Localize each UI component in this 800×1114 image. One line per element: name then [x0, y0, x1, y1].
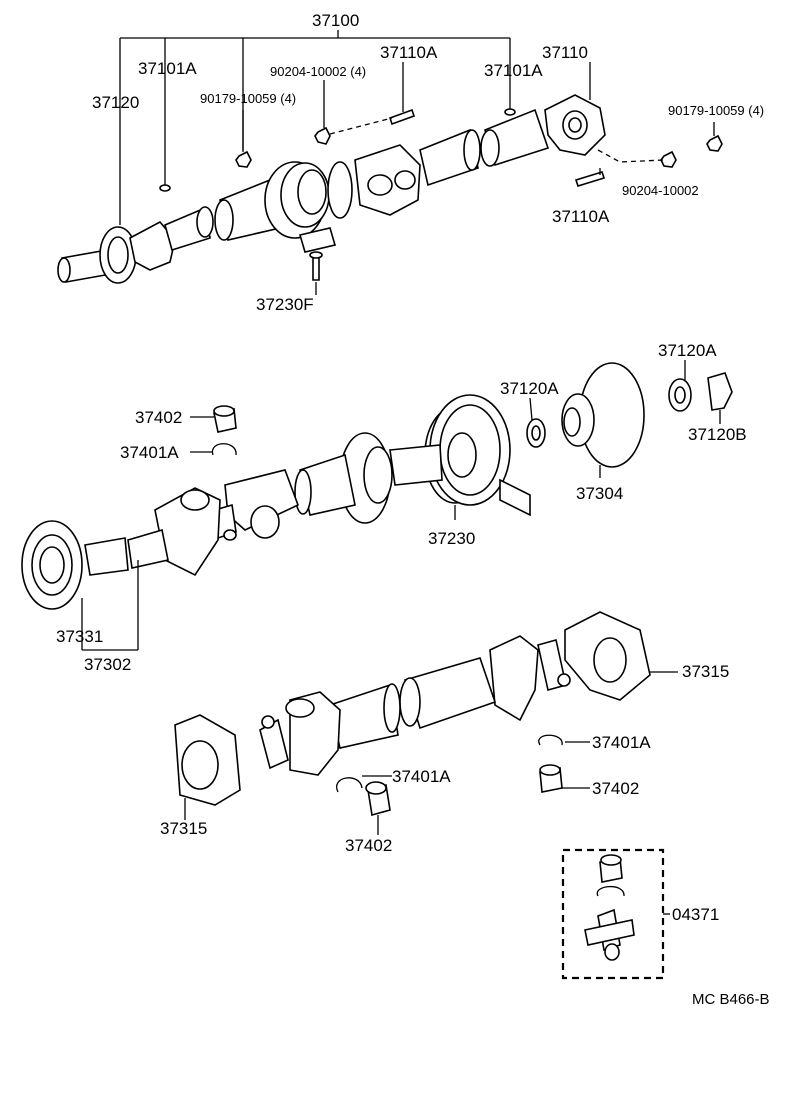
part-number-37101a-right: 37101A — [484, 61, 543, 80]
part-number-37402-b: 37402 — [592, 779, 640, 798]
top-propeller-shaft-assembly — [57, 30, 723, 295]
part-number-90179-left: 90179-10059 (4) — [200, 91, 297, 106]
part-number-37110: 37110 — [542, 43, 589, 62]
part-number-37230f: 37230F — [256, 295, 314, 314]
part-number-37230: 37230 — [428, 529, 476, 548]
part-number-37110a-bottom: 37110A — [552, 207, 610, 226]
part-number-37331: 37331 — [56, 627, 104, 646]
part-number-37402-c: 37402 — [345, 836, 393, 855]
part-number-37315-right: 37315 — [682, 662, 730, 681]
part-number-37401a-a: 37401A — [120, 443, 179, 462]
part-number-37402-a: 37402 — [135, 408, 183, 427]
part-number-37315-left: 37315 — [160, 819, 208, 838]
part-number-37401a-b: 37401A — [592, 733, 651, 752]
part-number-90179-right: 90179-10059 (4) — [668, 103, 765, 118]
part-number-37401a-c: 37401A — [392, 767, 451, 786]
part-number-37110a-top: 37110A — [380, 43, 438, 62]
part-number-37304: 37304 — [576, 484, 624, 503]
universal-joint-kit — [561, 848, 670, 980]
part-number-90204-right: 90204-10002 — [622, 183, 699, 198]
lower-propeller-shaft-assembly — [174, 611, 678, 835]
middle-propeller-shaft-assembly — [21, 360, 733, 651]
part-number-37302: 37302 — [84, 655, 132, 674]
part-number-04371: 04371 — [672, 905, 720, 924]
part-number-37100: 37100 — [312, 11, 360, 30]
part-number-37120a-top: 37120A — [658, 341, 717, 360]
part-number-90204-top: 90204-10002 (4) — [270, 64, 367, 79]
part-number-37120a-mid: 37120A — [500, 379, 559, 398]
diagram-code: MC B466-B — [692, 991, 770, 1008]
part-number-37120: 37120 — [92, 93, 140, 112]
part-number-37120b: 37120B — [688, 425, 747, 444]
part-number-37101a-left: 37101A — [138, 59, 197, 78]
